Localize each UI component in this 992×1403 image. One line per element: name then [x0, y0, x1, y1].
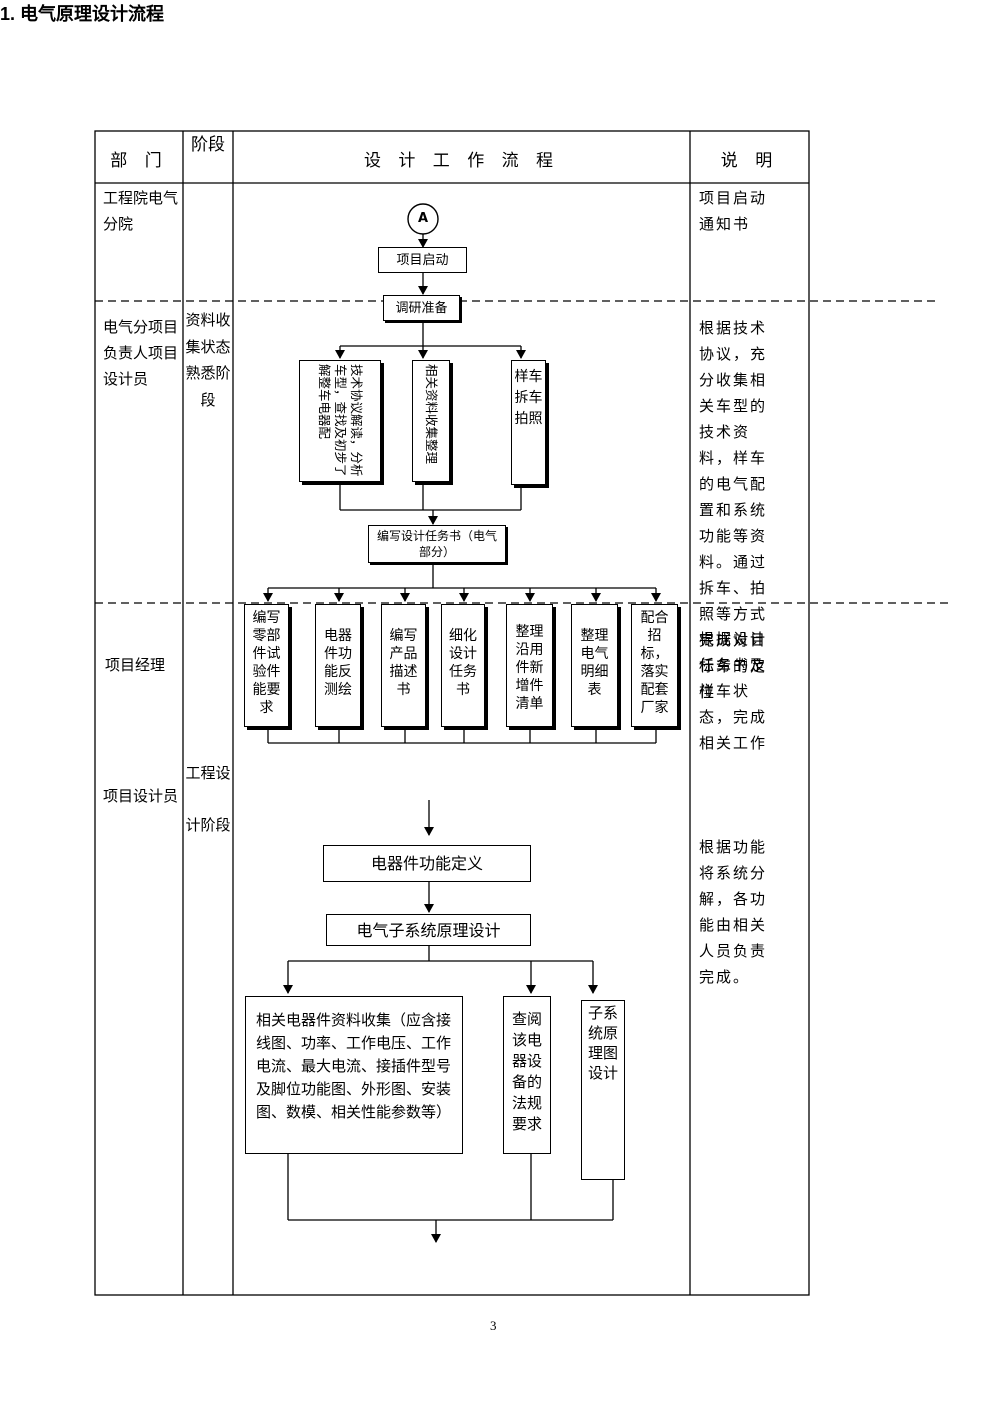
box-schematic: 子系统原理图设计	[581, 1000, 625, 1180]
box-task-3: 编写产品描述书	[381, 604, 426, 727]
header-stage: 阶段	[191, 135, 225, 155]
box-subsystem-design: 电气子系统原理设计	[326, 914, 531, 946]
note-r3-a: 根据设计任务书及样车状态，完成相关工作	[699, 630, 768, 752]
box-task-4: 细化设计任务书	[441, 604, 485, 727]
section-heading: 1. 电气原理设计流程	[0, 4, 165, 24]
box-research: 调研准备	[383, 295, 460, 321]
box-regulations: 查阅该电器设备的法规要求	[503, 996, 551, 1154]
box-tech-agreement: 技术协议解读，分析车型，查找及初步了解整车电器配	[299, 360, 381, 482]
dept-r1: 工程院电气分院	[103, 189, 179, 233]
box-task-book: 编写设计任务书（电气部分）	[368, 525, 506, 563]
box-collect-data: 相关电器件资料收集（应含接线图、功率、工作电压、工作电流、最大电流、接插件型号及…	[245, 996, 463, 1154]
page-number: 3	[490, 1318, 497, 1333]
box-func-def: 电器件功能定义	[323, 845, 531, 882]
header-note: 说 明	[720, 151, 779, 171]
box-task-7: 配合招标，落实配套厂家	[631, 604, 678, 727]
box-task-6: 整理电气明细表	[571, 604, 618, 727]
box-task-1: 编写零部件试验件能要求	[244, 604, 289, 727]
note-r2: 根据技术协议，充分收集相关车型的技术资料，样车的电气配置和系统功能等资料。通过拆…	[699, 319, 768, 701]
note-r1: 项目启动通知书	[699, 189, 768, 233]
box-task-2: 电器件功能反测绘	[315, 604, 361, 727]
box-sample-car: 样车拆车拍照	[511, 360, 546, 485]
stage-r3: 工程设计阶段	[185, 764, 231, 834]
box-related-data: 相关资料收集整理	[412, 360, 450, 482]
dept-r2: 电气分项目负责人项目设计员	[103, 318, 179, 388]
connector-circle	[407, 203, 439, 235]
box-project-start: 项目启动	[378, 247, 467, 273]
note-r3-b: 根据功能将系统分解，各功能由相关人员负责完成。	[699, 838, 768, 986]
header-dept: 部 门	[110, 151, 168, 171]
dept-r3-designer: 项目设计员	[103, 787, 179, 805]
header-flow: 设 计 工 作 流 程	[363, 151, 560, 171]
dept-r3-manager: 项目经理	[105, 656, 166, 674]
connector-label: A	[417, 211, 429, 226]
box-task-5: 整理沿用件新增件清单	[506, 604, 553, 727]
stage-r2: 资料收集状态熟悉阶段	[185, 311, 231, 409]
